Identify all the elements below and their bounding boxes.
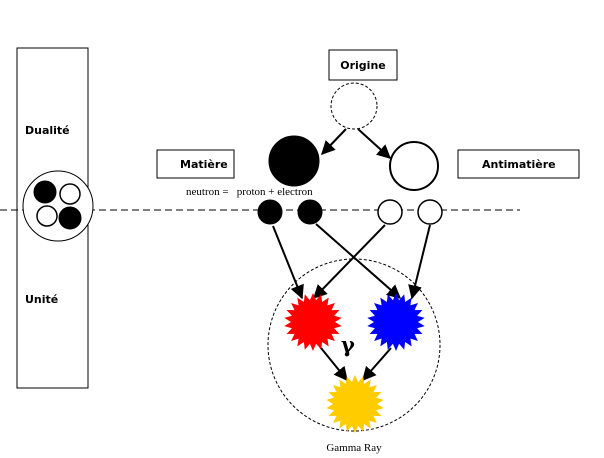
arrow-origin-to-matter bbox=[321, 128, 347, 156]
arrow-matter-right-to-blue bbox=[315, 223, 402, 299]
emblem-ring bbox=[22, 170, 94, 242]
unity-emblem bbox=[22, 170, 94, 242]
arrow-origin-to-antimatter bbox=[357, 128, 392, 159]
gamma-ray-caption: Gamma Ray bbox=[326, 442, 382, 454]
neutron-equation: neutron = proton + electron bbox=[186, 186, 313, 198]
antimatter-burst bbox=[367, 293, 425, 351]
matter-particle-right bbox=[297, 199, 323, 225]
antimatter-circle bbox=[389, 141, 439, 191]
arrow-antimatter-right-to-blue bbox=[408, 224, 431, 300]
emblem-ball-top-left bbox=[33, 180, 57, 204]
emblem-ball-top-right bbox=[59, 183, 81, 205]
antimatter-label-box bbox=[457, 149, 580, 179]
origin-label-box bbox=[328, 49, 398, 81]
antimatter-label: Antimatière bbox=[482, 158, 556, 171]
matter-burst bbox=[284, 293, 342, 351]
matter-particle-left bbox=[257, 199, 283, 225]
origin-label: Origine bbox=[340, 59, 385, 72]
antimatter-particle-right bbox=[417, 199, 443, 225]
arrow-blue-to-gamma bbox=[362, 347, 392, 382]
gamma-burst bbox=[326, 375, 384, 433]
arrow-matter-left-to-red bbox=[272, 225, 304, 300]
unity-label: Unité bbox=[25, 293, 58, 306]
matter-label: Matière bbox=[180, 158, 228, 171]
emblem-ball-bottom-left bbox=[36, 205, 58, 227]
matter-label-box bbox=[156, 149, 235, 179]
gamma-region-circle bbox=[267, 258, 441, 432]
gamma-symbol: γ bbox=[341, 332, 355, 357]
origin-circle bbox=[330, 82, 378, 130]
arrow-antimatter-left-to-red bbox=[313, 224, 386, 300]
duality-label: Dualité bbox=[25, 124, 70, 137]
arrow-red-to-gamma bbox=[320, 347, 348, 382]
emblem-ball-bottom-right bbox=[58, 206, 82, 230]
matter-circle bbox=[268, 135, 320, 187]
antimatter-particle-left bbox=[377, 199, 403, 225]
